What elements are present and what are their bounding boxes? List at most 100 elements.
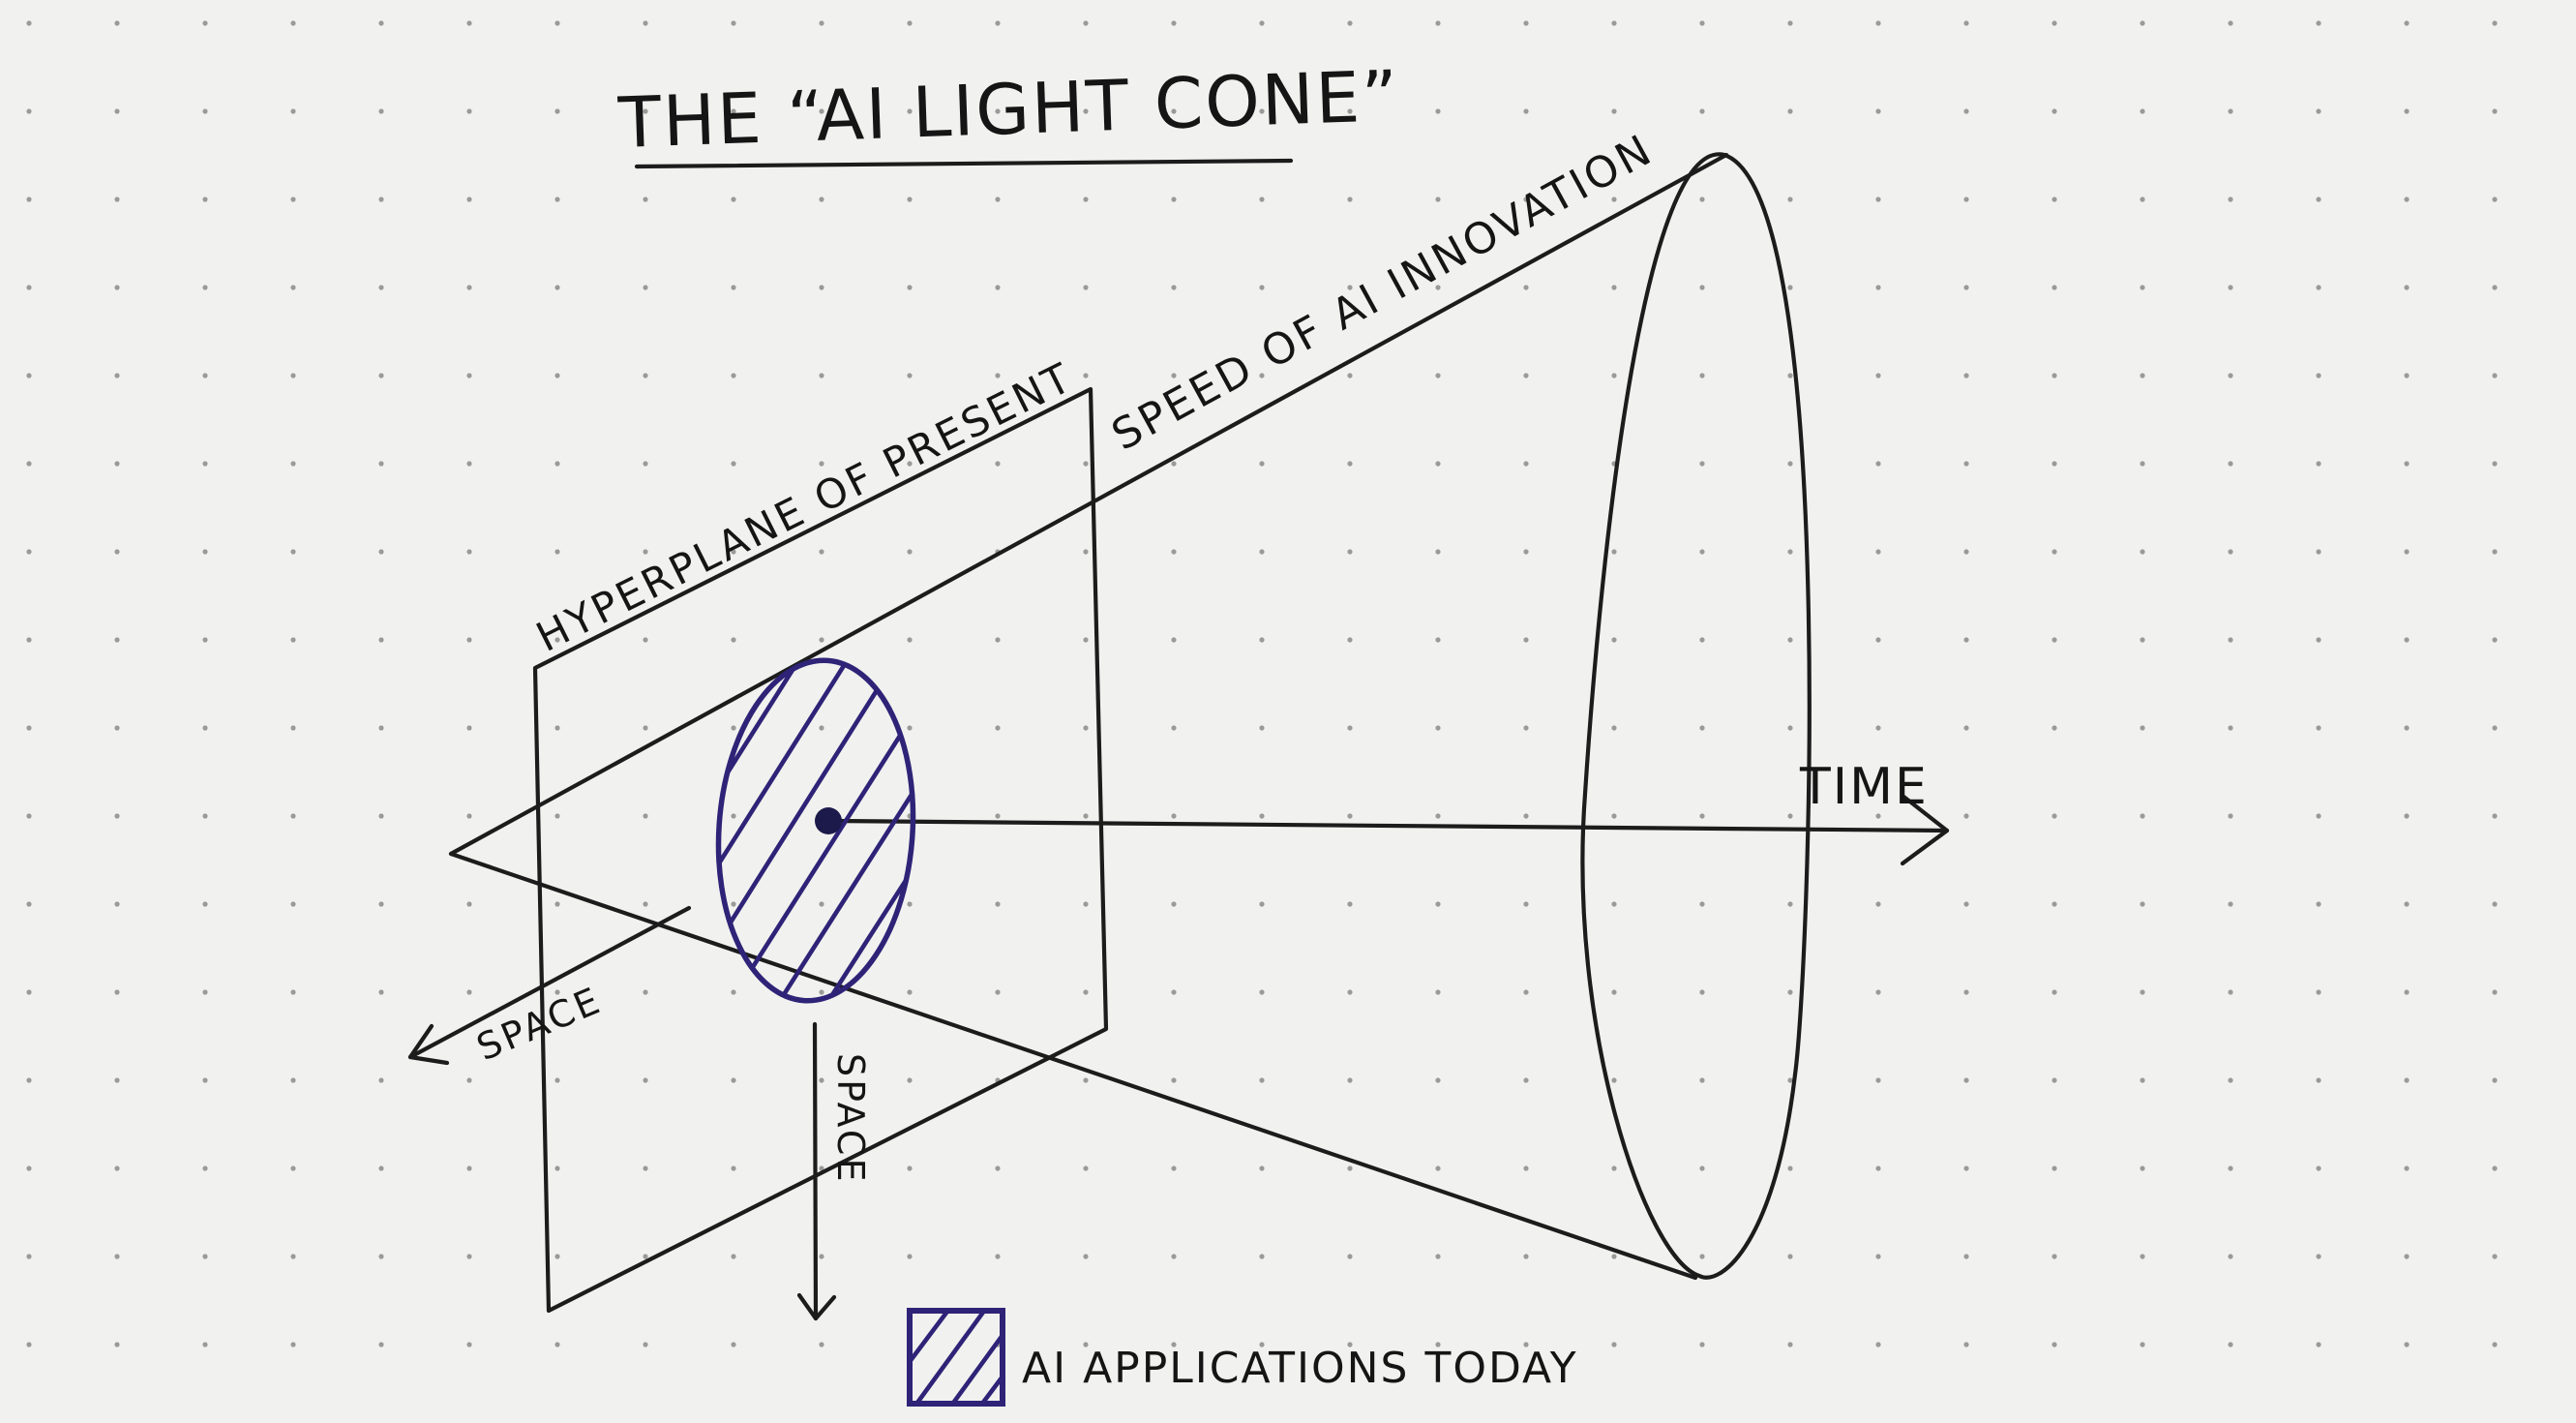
grid-dot	[2140, 549, 2145, 555]
grid-dot	[554, 1254, 560, 1259]
grid-dot	[995, 373, 1001, 378]
grid-dot	[1699, 989, 1705, 995]
grid-dot	[290, 461, 296, 467]
grid-dot	[2316, 20, 2321, 26]
grid-dot	[1699, 197, 1705, 202]
grid-dot	[2140, 1342, 2145, 1347]
grid-dot	[26, 461, 32, 467]
grid-dot	[643, 108, 648, 114]
grid-dot	[554, 725, 560, 731]
hyperplane-of-present-plane	[532, 386, 1109, 1314]
grid-dot	[2404, 461, 2410, 467]
grid-dot	[907, 549, 913, 555]
grid-dot	[1611, 725, 1617, 731]
grid-dot	[731, 1254, 736, 1259]
grid-dot	[1171, 461, 1177, 467]
grid-dot	[1787, 1342, 1793, 1347]
grid-dot	[2404, 725, 2410, 731]
grid-dot	[1523, 20, 1529, 26]
grid-dot	[26, 637, 32, 643]
grid-dot	[2492, 989, 2498, 995]
grid-dot	[2052, 461, 2057, 467]
grid-dot	[114, 725, 120, 731]
grid-dot	[1171, 1077, 1177, 1083]
grid-dot	[202, 1342, 208, 1347]
grid-dot	[554, 813, 560, 819]
grid-dot	[2052, 989, 2057, 995]
grid-dot	[1435, 197, 1441, 202]
grid-dot	[378, 461, 384, 467]
grid-dot	[554, 197, 560, 202]
cone-lower-edge	[448, 851, 1698, 1281]
grid-dot	[2316, 108, 2321, 114]
grid-dot	[114, 285, 120, 290]
grid-dot	[1699, 637, 1705, 643]
grid-dot	[2492, 108, 2498, 114]
grid-dot	[907, 637, 913, 643]
grid-dot	[1435, 637, 1441, 643]
grid-dot	[26, 725, 32, 731]
grid-dot	[643, 549, 648, 555]
grid-dot	[1083, 461, 1089, 467]
grid-dot	[2140, 197, 2145, 202]
grid-dot	[202, 285, 208, 290]
grid-dot	[643, 813, 648, 819]
grid-dot	[1963, 1254, 1969, 1259]
grid-dot	[554, 20, 560, 26]
grid-dot	[1259, 373, 1265, 378]
grid-dot	[1347, 1166, 1353, 1171]
grid-dot	[2316, 989, 2321, 995]
grid-dot	[819, 20, 824, 26]
grid-dot	[731, 197, 736, 202]
grid-dot	[1347, 285, 1353, 290]
grid-dot	[2492, 725, 2498, 731]
grid-dot	[1083, 1254, 1089, 1259]
grid-dot	[1259, 1254, 1265, 1259]
grid-dot	[907, 285, 913, 290]
grid-dot	[907, 461, 913, 467]
grid-dot	[2316, 725, 2321, 731]
grid-dot	[907, 1077, 913, 1083]
grid-dot	[2052, 108, 2057, 114]
grid-dot	[202, 108, 208, 114]
grid-dot	[1083, 725, 1089, 731]
grid-dot	[819, 197, 824, 202]
grid-dot	[819, 901, 824, 907]
grid-dot	[1611, 813, 1617, 819]
grid-dot	[731, 373, 736, 378]
space-vertical-label: SPACE	[829, 1053, 872, 1184]
grid-dot	[2140, 989, 2145, 995]
grid-dot	[1611, 108, 1617, 114]
grid-dot	[114, 197, 120, 202]
grid-dot	[378, 549, 384, 555]
grid-dot	[1523, 901, 1529, 907]
grid-dot	[907, 1166, 913, 1171]
grid-dot	[1875, 108, 1881, 114]
grid-dot	[1611, 637, 1617, 643]
grid-dot	[1347, 1254, 1353, 1259]
grid-dot	[643, 461, 648, 467]
grid-dot	[1171, 20, 1177, 26]
grid-dot	[290, 989, 296, 995]
grid-dot	[2140, 637, 2145, 643]
grid-dot	[2404, 637, 2410, 643]
grid-dot	[819, 637, 824, 643]
grid-dot	[1963, 637, 1969, 643]
grid-dot	[1347, 901, 1353, 907]
grid-dot	[1171, 197, 1177, 202]
grid-dot	[2228, 901, 2233, 907]
grid-dot	[731, 549, 736, 555]
grid-dot	[2492, 1342, 2498, 1347]
grid-dot	[2404, 1254, 2410, 1259]
grid-dot	[202, 1254, 208, 1259]
grid-dot	[1259, 637, 1265, 643]
grid-dot	[466, 20, 472, 26]
grid-dot	[907, 197, 913, 202]
legend-label: AI APPLICATIONS TODAY	[1022, 1344, 1578, 1393]
grid-dot	[1083, 813, 1089, 819]
grid-dot	[1435, 1077, 1441, 1083]
grid-dot	[2140, 725, 2145, 731]
grid-dot	[1259, 1077, 1265, 1083]
grid-dot	[731, 20, 736, 26]
grid-dot	[1963, 989, 1969, 995]
